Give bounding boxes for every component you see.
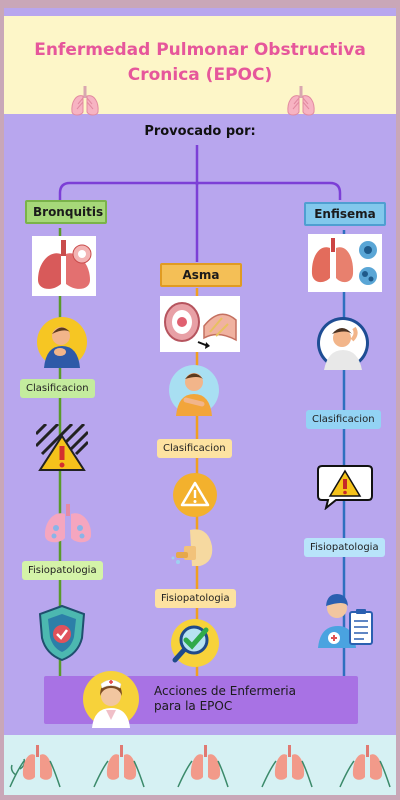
- footer-lungs-2: [93, 745, 145, 788]
- warning-speech-icon: [317, 465, 373, 510]
- branch-label-enfisema: Enfisema: [304, 202, 386, 226]
- emphysema-lungs-illustration: [308, 234, 382, 292]
- page-title: Enfermedad Pulmonar Obstructiva Cronica …: [34, 40, 366, 85]
- asma-physiopathology-label: Fisiopatologia: [155, 589, 236, 608]
- lungs-icon: [71, 86, 99, 116]
- bronquitis-classification-label: Clasificacion: [20, 379, 95, 398]
- doctor-clipboard-icon: [318, 594, 373, 648]
- footer-lungs-1: [9, 745, 61, 788]
- frame-left: [0, 0, 4, 800]
- nurse-avatar-icon: [83, 671, 139, 728]
- bronquitis-physiopathology-label: Fisiopatologia: [22, 561, 103, 580]
- inhaler-icon: [171, 529, 213, 566]
- branch-label-asma: Asma: [160, 263, 242, 287]
- asma-classification-label: Clasificacion: [157, 439, 232, 458]
- warning-hazard-icon: [36, 424, 88, 471]
- lungs-plants-pattern: [4, 735, 396, 795]
- branch-label-bronquitis: Bronquitis: [25, 200, 107, 224]
- warning-circle-icon: [173, 473, 217, 517]
- footer-lungs-3: [177, 745, 229, 788]
- pink-lungs-icon: [44, 504, 92, 543]
- branch-connector: [58, 181, 342, 200]
- root-label: Provocado por:: [144, 124, 256, 139]
- person-chest-pain-icon: [169, 365, 219, 416]
- footer-lungs-4: [261, 745, 313, 788]
- coughing-person-icon: [37, 317, 87, 368]
- header-banner: Enfermedad Pulmonar Obstructiva Cronica …: [4, 16, 396, 116]
- enfisema-classification-label: Clasificacion: [306, 410, 381, 429]
- lungs-icon: [287, 86, 315, 116]
- frame-bottom: [0, 795, 400, 800]
- magnifier-check-icon: [171, 619, 219, 667]
- bronchitis-lungs-illustration: [32, 236, 96, 296]
- frame-top: [0, 0, 400, 8]
- enfisema-physiopathology-label: Fisiopatologia: [304, 538, 385, 557]
- tired-person-icon: [317, 317, 369, 370]
- frame-right: [396, 0, 400, 800]
- footer-lungs-5: [339, 745, 391, 788]
- shield-check-icon: [38, 604, 86, 662]
- asthma-airway-illustration: [160, 296, 240, 352]
- nursing-actions-label: Acciones de Enfermeria para la EPOC: [154, 684, 296, 713]
